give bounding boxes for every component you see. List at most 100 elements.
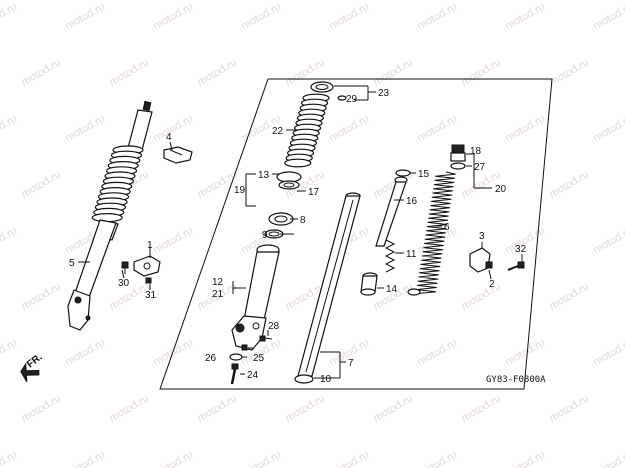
watermark-text: motod.ru bbox=[0, 0, 19, 32]
callout-13: 13 bbox=[258, 170, 270, 181]
watermark-text: motod.ru bbox=[416, 448, 460, 468]
callout-9: 9 bbox=[262, 230, 268, 241]
rebound-spring-part-11 bbox=[384, 239, 396, 273]
callout-23: 23 bbox=[378, 88, 390, 99]
dust-seal-part-23 bbox=[310, 81, 347, 101]
callout-21: 21 bbox=[212, 289, 224, 300]
watermark-text: motod.ru bbox=[548, 392, 592, 424]
bracket-part-1 bbox=[121, 255, 161, 284]
watermark-text: motod.ru bbox=[504, 448, 548, 468]
watermark-text: motod.ru bbox=[592, 336, 625, 368]
callout-2: 2 bbox=[489, 279, 495, 290]
callout-11: 11 bbox=[406, 249, 417, 260]
watermark-text: motod.ru bbox=[0, 224, 19, 256]
watermark-text: motod.ru bbox=[328, 112, 372, 144]
damper-rod-part-16 bbox=[375, 169, 411, 247]
callout-31: 31 bbox=[145, 290, 157, 301]
watermark-text: motod.ru bbox=[504, 0, 548, 32]
callout-27: 27 bbox=[474, 162, 486, 173]
watermark-text: motod.ru bbox=[328, 0, 372, 32]
callout-12: 12 bbox=[212, 277, 224, 288]
watermark-text: motod.ru bbox=[20, 168, 64, 200]
seal-ring-group bbox=[264, 171, 302, 239]
bolt-part-24 bbox=[229, 353, 243, 385]
watermark-text: motod.ru bbox=[152, 112, 196, 144]
watermark-text: motod.ru bbox=[0, 448, 19, 468]
front-arrow-label: FR. bbox=[25, 352, 45, 371]
watermark-text: motod.ru bbox=[504, 336, 548, 368]
callout-1: 1 bbox=[147, 240, 153, 251]
fork-spring-part-6 bbox=[407, 171, 456, 296]
watermark-text: motod.ru bbox=[460, 392, 504, 424]
callout-3: 3 bbox=[479, 231, 485, 242]
watermark-text: motod.ru bbox=[0, 112, 19, 144]
watermark-text: motod.ru bbox=[328, 448, 372, 468]
watermark-text: motod.ru bbox=[460, 56, 504, 88]
callout-29: 29 bbox=[346, 94, 358, 105]
watermark-text: motod.ru bbox=[240, 0, 284, 32]
watermark-text: motod.ru bbox=[196, 168, 240, 200]
watermark-text: motod.ru bbox=[108, 56, 152, 88]
callout-labels: 1 2 3 4 5 6 7 8 9 10 11 12 13 14 15 16 1… bbox=[69, 88, 527, 385]
fork-bolt-part-18 bbox=[450, 144, 466, 170]
watermark-text: motod.ru bbox=[240, 448, 284, 468]
callout-6: 6 bbox=[444, 222, 450, 233]
watermark-text: motod.ru bbox=[152, 0, 196, 32]
callout-4: 4 bbox=[166, 132, 172, 143]
watermark-text: motod.ru bbox=[64, 112, 108, 144]
callout-25: 25 bbox=[253, 353, 265, 364]
watermark-text: motod.ru bbox=[548, 168, 592, 200]
callout-24: 24 bbox=[247, 370, 259, 381]
fork-tube-part-7 bbox=[294, 192, 361, 384]
watermark-text: motod.ru bbox=[592, 224, 625, 256]
watermark-text: motod.ru bbox=[416, 112, 460, 144]
watermark-text: motod.ru bbox=[108, 392, 152, 424]
callout-14: 14 bbox=[386, 284, 398, 295]
watermark-text: motod.ru bbox=[284, 392, 328, 424]
callout-30: 30 bbox=[118, 278, 130, 289]
watermark-text: motod.ru bbox=[592, 112, 625, 144]
clamp-part-4 bbox=[163, 146, 193, 164]
watermark-text: motod.ru bbox=[20, 280, 64, 312]
watermark-text: motod.ru bbox=[548, 56, 592, 88]
oil-lock-piece-part-14 bbox=[360, 272, 378, 296]
callout-28: 28 bbox=[268, 321, 280, 332]
watermark-text: motod.ru bbox=[592, 0, 625, 32]
callout-7: 7 bbox=[348, 358, 354, 369]
callout-22: 22 bbox=[272, 126, 284, 137]
callout-20: 20 bbox=[495, 184, 507, 195]
callout-18: 18 bbox=[470, 146, 482, 157]
callout-19: 19 bbox=[234, 185, 246, 196]
watermark-text: motod.ru bbox=[460, 280, 504, 312]
callout-8: 8 bbox=[300, 215, 306, 226]
fork-boot-part-22 bbox=[284, 93, 330, 168]
watermark-text: motod.ru bbox=[372, 392, 416, 424]
watermark-text: motod.ru bbox=[64, 0, 108, 32]
diagram-code: GY83-F0800A bbox=[486, 375, 546, 385]
watermark-text: motod.ru bbox=[592, 448, 625, 468]
watermark-text: motod.ru bbox=[20, 392, 64, 424]
callout-32: 32 bbox=[515, 244, 527, 255]
assembly-outline bbox=[159, 78, 553, 390]
watermark-text: motod.ru bbox=[64, 336, 108, 368]
front-direction-arrow: FR. bbox=[20, 352, 45, 383]
watermark-text: motod.ru bbox=[372, 56, 416, 88]
bolt-parts-25-28 bbox=[241, 335, 273, 351]
callout-15: 15 bbox=[418, 169, 430, 180]
watermark-text: motod.ru bbox=[548, 280, 592, 312]
watermark-text: motod.ru bbox=[152, 336, 196, 368]
callout-16: 16 bbox=[406, 196, 418, 207]
callout-26: 26 bbox=[205, 353, 217, 364]
callout-17: 17 bbox=[308, 187, 320, 198]
leader-lines bbox=[78, 85, 523, 379]
callout-10: 10 bbox=[320, 374, 332, 385]
watermark-text: motod.ru bbox=[504, 112, 548, 144]
assembled-fork bbox=[67, 100, 153, 331]
callout-5: 5 bbox=[69, 258, 75, 269]
watermark-text: motod.ru bbox=[20, 56, 64, 88]
watermark-text: motod.ru bbox=[0, 336, 19, 368]
watermark-text: motod.ru bbox=[416, 0, 460, 32]
